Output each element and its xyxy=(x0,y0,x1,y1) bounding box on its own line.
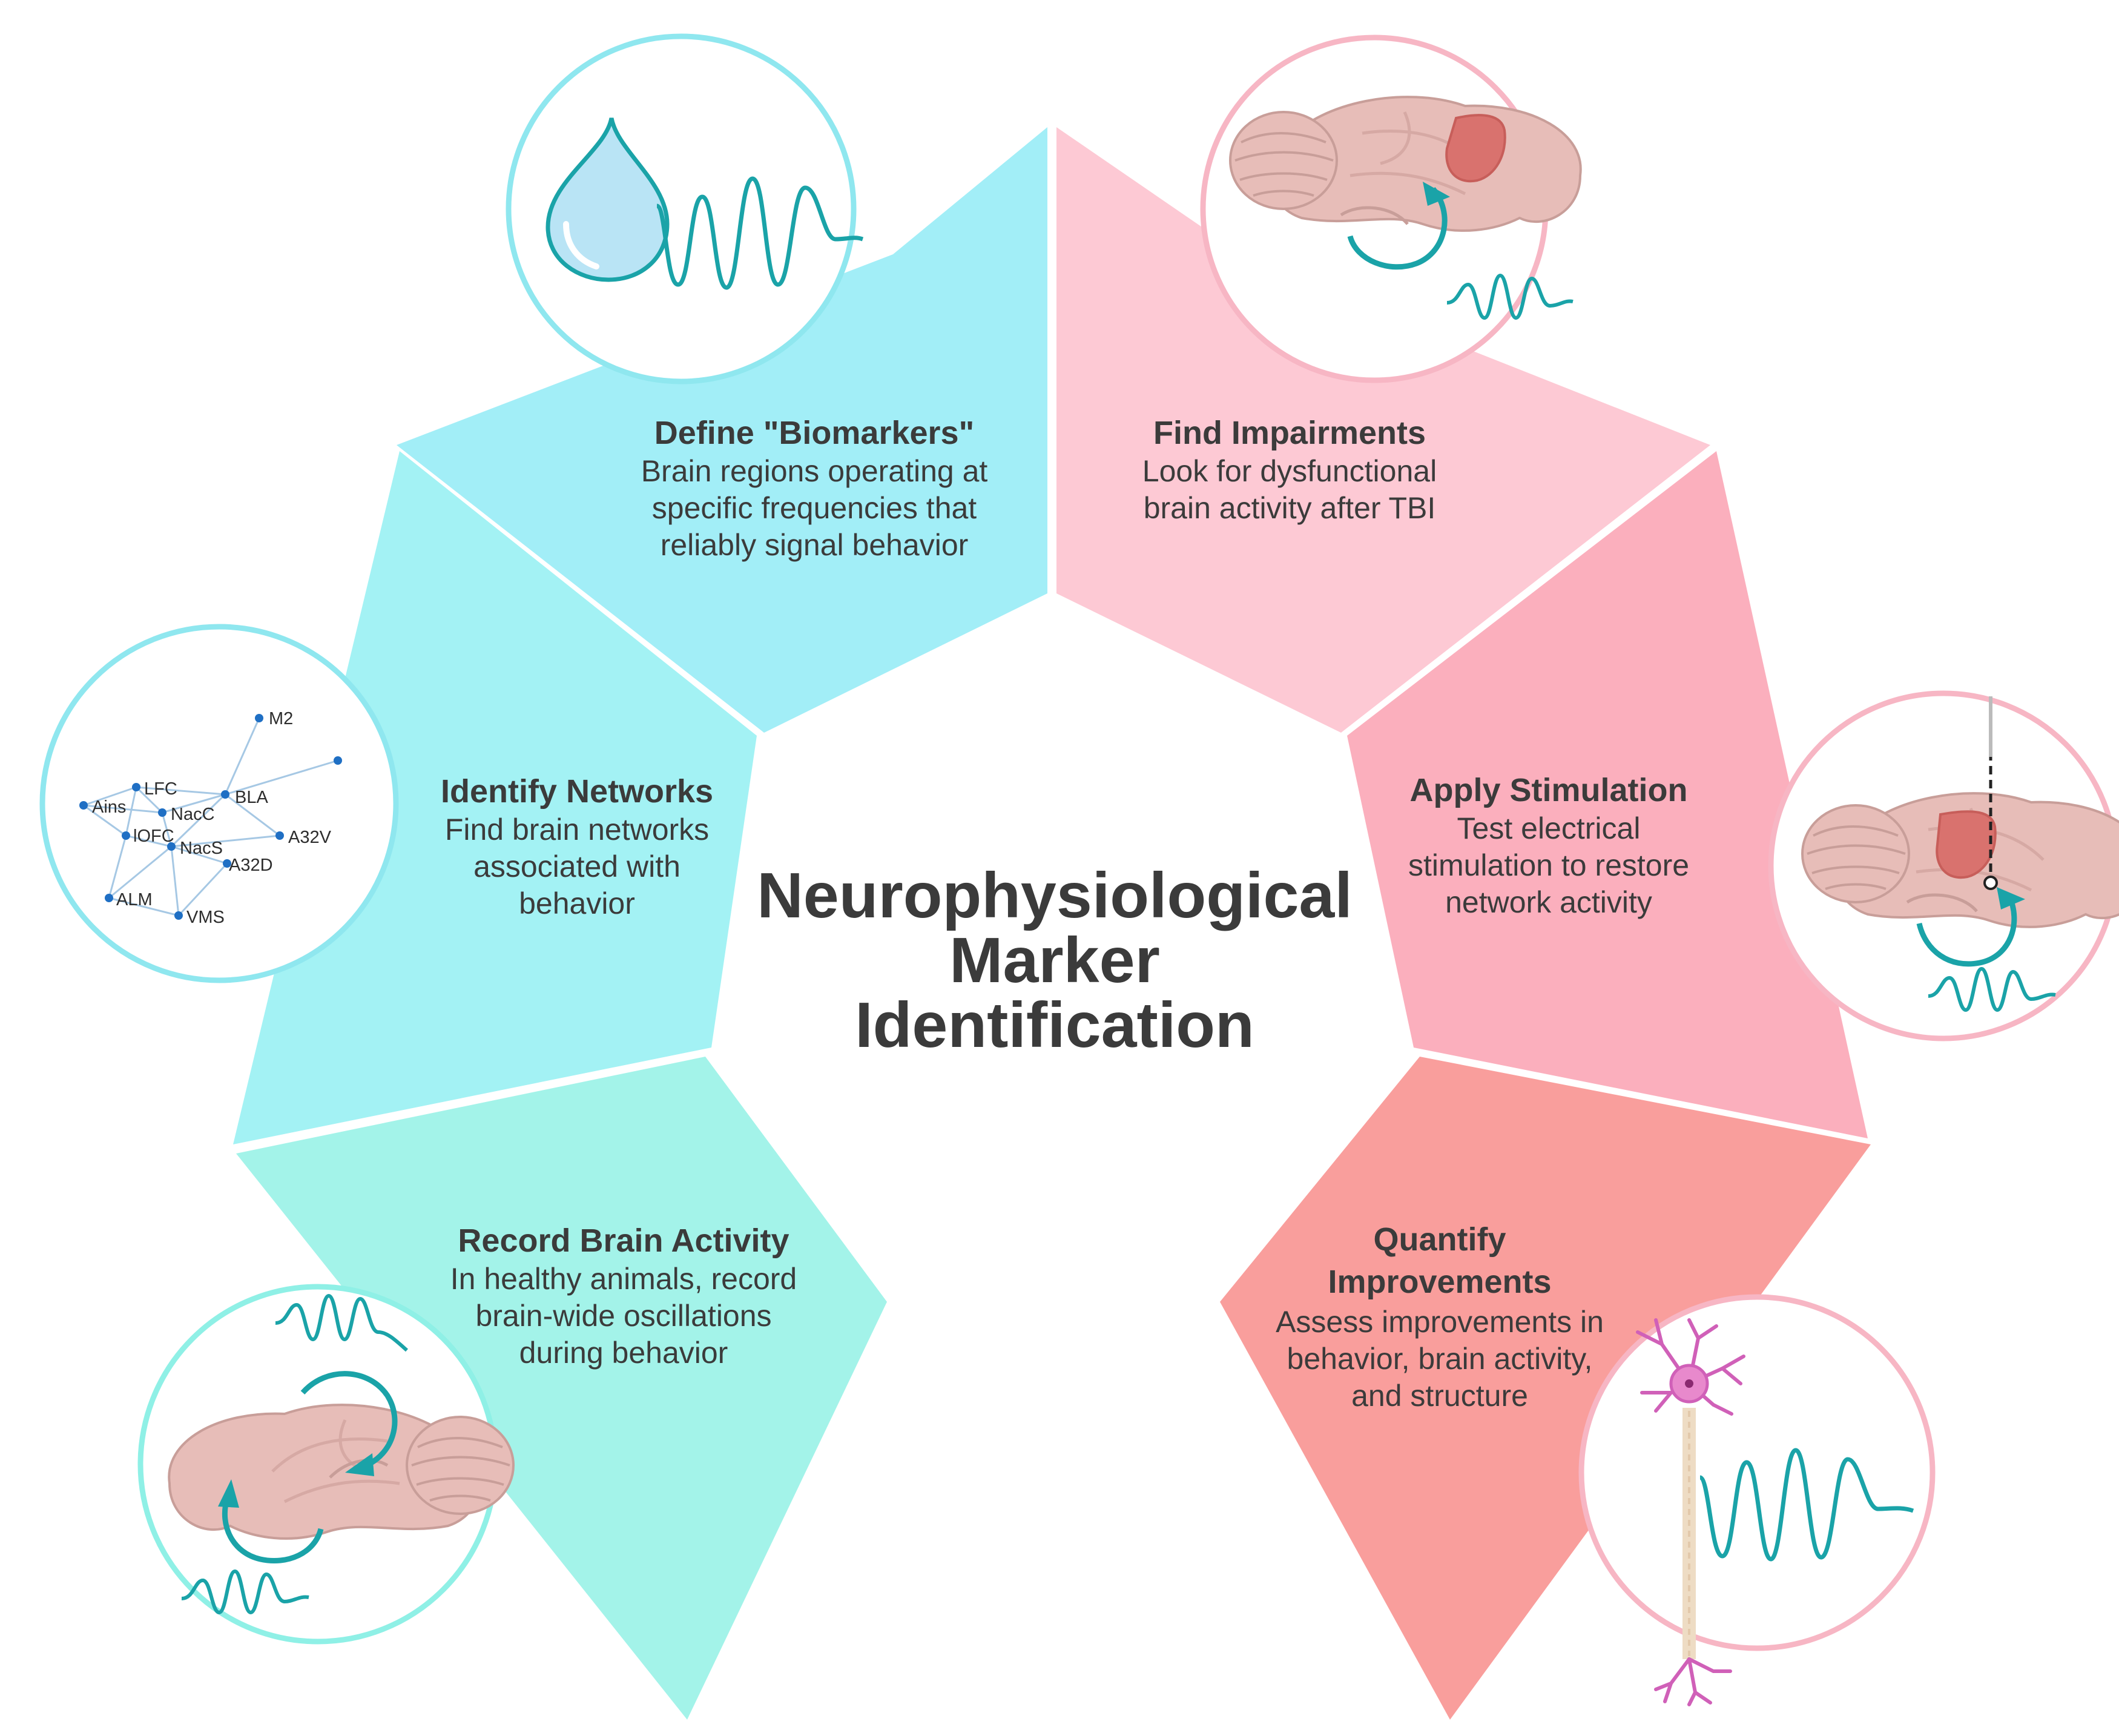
stimulation-heading: Apply Stimulation xyxy=(1410,772,1688,808)
water-drop-and-wave-icon xyxy=(506,33,864,384)
impairments-body-2: brain activity after TBI xyxy=(1144,491,1436,525)
network-node-vms: VMS xyxy=(186,908,225,927)
network-graph-icon: M2 LFC BLA Ains NacC lOFC A32V NacS A32D… xyxy=(39,624,399,983)
network-node-nacc: NacC xyxy=(171,805,215,824)
stimulation-body-1: Test electrical xyxy=(1457,811,1641,845)
network-node-nacs: NacS xyxy=(180,839,223,858)
improvements-heading-2: Improvements xyxy=(1328,1264,1551,1300)
impairments-body-1: Look for dysfunctional xyxy=(1142,454,1437,488)
improvements-body-3: and structure xyxy=(1351,1379,1528,1413)
biomarkers-body-1: Brain regions operating at xyxy=(641,454,988,488)
segment-define-biomarkers xyxy=(397,127,1047,733)
improvements-body-1: Assess improvements in xyxy=(1276,1305,1604,1339)
center-title-line-2: Marker xyxy=(949,925,1160,996)
segment-identify-networks xyxy=(233,451,757,1144)
network-node-ains: Ains xyxy=(92,797,126,817)
biomarkers-body-3: reliably signal behavior xyxy=(661,528,969,562)
network-node-a32d: A32D xyxy=(229,856,273,875)
brain-stimulation-electrode-icon xyxy=(1768,690,2119,1041)
stimulation-body-2: stimulation to restore xyxy=(1408,848,1689,882)
networks-heading: Identify Networks xyxy=(441,773,713,810)
improvements-body-2: behavior, brain activity, xyxy=(1287,1342,1593,1376)
record-body-2: brain-wide oscillations xyxy=(475,1299,771,1333)
improvements-heading-1: Quantify xyxy=(1373,1221,1506,1258)
networks-body-2: associated with xyxy=(473,850,681,883)
network-node-a32v: A32V xyxy=(288,828,332,847)
network-node-lfc: LFC xyxy=(144,779,177,799)
biomarkers-body-2: specific frequencies that xyxy=(652,491,977,525)
record-body-1: In healthy animals, record xyxy=(450,1262,797,1296)
impaired-brain-region-icon xyxy=(1200,35,1581,383)
segment-record-brain-activity xyxy=(236,1057,887,1720)
brain-oscillation-icon xyxy=(137,1284,515,1645)
segment-quantify-improvements xyxy=(1220,1057,1871,1720)
record-heading: Record Brain Activity xyxy=(458,1223,789,1259)
network-node-alm: ALM xyxy=(116,890,153,909)
network-node-m2: M2 xyxy=(269,709,293,728)
networks-body-1: Find brain networks xyxy=(445,813,709,847)
center-title-line-1: Neurophysiological xyxy=(757,860,1353,931)
networks-body-3: behavior xyxy=(519,886,635,920)
segment-apply-stimulation xyxy=(1347,451,1868,1138)
network-node-lofc: lOFC xyxy=(133,827,174,846)
center-title-line-3: Identification xyxy=(855,989,1254,1061)
stimulation-body-3: network activity xyxy=(1445,885,1652,919)
biomarkers-heading: Define "Biomarkers" xyxy=(654,415,974,451)
impairments-heading: Find Impairments xyxy=(1153,415,1426,451)
network-node-bla: BLA xyxy=(235,788,268,807)
record-body-3: during behavior xyxy=(519,1336,728,1370)
neuron-and-wave-icon xyxy=(1578,1294,1936,1706)
